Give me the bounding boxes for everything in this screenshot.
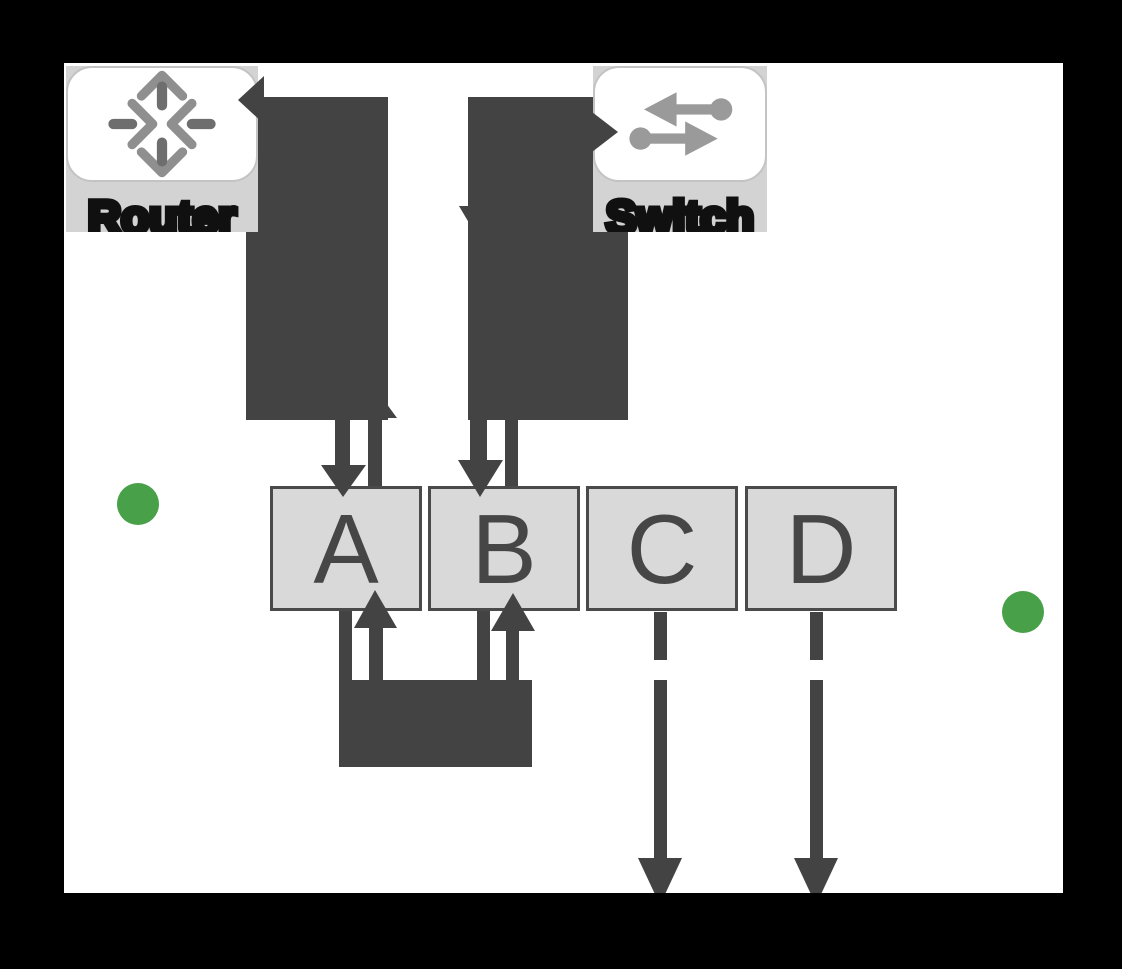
- frame-box-b: B: [428, 486, 580, 611]
- arrow-hub-to-a-shaft: [369, 628, 383, 680]
- line-b-to-hub: [477, 611, 490, 680]
- frame-letter-d: D: [785, 493, 857, 604]
- switch-label: Switch: [603, 191, 757, 232]
- switch-icon: [629, 92, 733, 156]
- switch-bubble: [593, 66, 767, 182]
- arrow-a-up-shaft: [368, 420, 382, 486]
- small-down-triangle-icon: [459, 206, 486, 228]
- green-dot-left-icon: [117, 483, 159, 525]
- router-callout-tail-icon: [238, 76, 264, 124]
- line-d-segment-2: [810, 680, 823, 858]
- frame-letter-a: A: [313, 493, 379, 604]
- arrow-hub-to-b-shaft: [506, 631, 519, 680]
- switch-device-box: Switch: [593, 66, 767, 232]
- line-d-segment-1: [810, 612, 823, 660]
- arrow-d-down-head-icon: [794, 858, 838, 893]
- green-dot-right-icon: [1002, 591, 1044, 633]
- switch-callout-tail-icon: [592, 112, 618, 152]
- router-callout-block: [246, 97, 388, 420]
- arrow-overlay: [117, 76, 1044, 893]
- hub-block: [339, 680, 532, 767]
- arrow-b-up-head-icon: [489, 388, 533, 418]
- diagram-panel: Router Switch A B: [64, 63, 1063, 893]
- frame-box-a: A: [270, 486, 422, 611]
- arrow-b-up-shaft: [505, 420, 518, 486]
- router-icon: [108, 70, 216, 178]
- arrow-a-up-head-icon: [353, 388, 397, 418]
- line-c-segment-2: [654, 680, 667, 858]
- arrow-hub-to-a-head-icon: [354, 590, 397, 628]
- router-bubble: [66, 66, 258, 182]
- frame-box-c: C: [586, 486, 738, 611]
- router-label: Router: [85, 191, 239, 232]
- switch-label-band: Switch: [593, 182, 767, 232]
- arrow-hub-to-b-head-icon: [491, 593, 535, 631]
- arrow-b-down-shaft: [470, 420, 487, 463]
- arrow-a-down-head-icon: [321, 465, 366, 497]
- frame-letter-c: C: [626, 493, 698, 604]
- line-c-segment-1: [654, 612, 667, 660]
- arrow-a-down-shaft: [335, 420, 350, 465]
- frame-box-d: D: [745, 486, 897, 611]
- arrow-c-down-head-icon: [638, 858, 682, 893]
- frame-letter-b: B: [471, 493, 537, 604]
- router-label-band: Router: [66, 182, 258, 232]
- arrow-b-down-head-icon: [458, 460, 503, 497]
- router-device-box: Router: [66, 66, 258, 232]
- line-a-to-hub: [339, 611, 352, 680]
